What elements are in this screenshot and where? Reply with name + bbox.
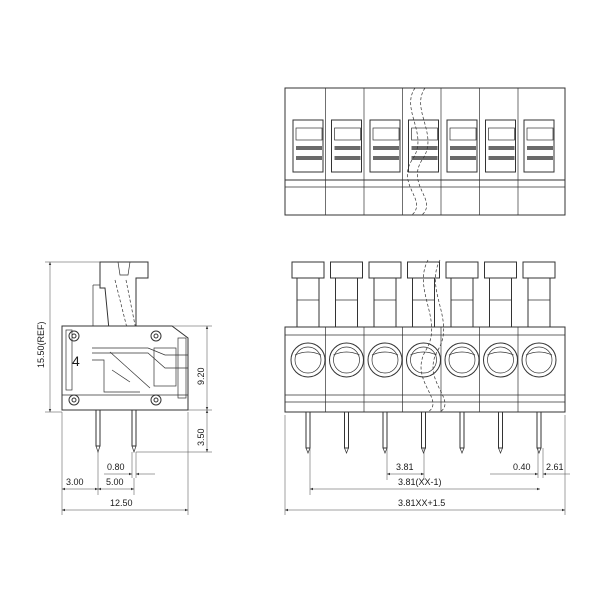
solder-pin <box>382 411 388 449</box>
wire-clamp <box>487 351 514 356</box>
key-stripe <box>450 156 476 160</box>
key-stripe <box>296 146 322 150</box>
push-button-head <box>291 261 325 279</box>
dim-pin-width: 0.40 2.61 <box>490 448 570 478</box>
solder-pin <box>536 411 542 449</box>
key-top <box>526 127 554 141</box>
wire-entry-hole <box>290 342 326 378</box>
dim-total-length-label: 3.81XX+1.5 <box>398 498 445 508</box>
dim-total-width: 12.50 <box>62 412 189 515</box>
dim-pin-offset-label: 2.61 <box>546 462 564 472</box>
key-stripe <box>488 156 515 160</box>
wire-entry-hole <box>367 342 403 378</box>
dim-pin-length: 3.50 <box>136 410 212 453</box>
dim-total-height-label: 15.50(REF) <box>36 321 46 368</box>
body-marking: 4 <box>72 353 80 369</box>
dim-span: 3.81(XX-1) <box>309 440 540 495</box>
key-stripe <box>450 146 476 150</box>
wire-entry-inner <box>294 346 322 374</box>
key-top <box>449 127 477 141</box>
pin-tip <box>536 447 542 454</box>
key-stripe <box>334 156 361 160</box>
dim-pin-gap-label: 0.80 <box>107 462 125 472</box>
push-button-stem <box>373 277 397 328</box>
dim-pin-offset-left-label: 3.00 <box>66 477 84 487</box>
wire-entry-hole <box>444 342 480 378</box>
pin-tip <box>498 447 503 454</box>
side-view: 4 15.50(REF) 9.20 3.50 <box>36 261 212 515</box>
wire-entry-hole <box>406 342 441 378</box>
key-top <box>295 127 323 141</box>
wire-entry-hole <box>483 342 518 378</box>
key-top <box>334 127 361 141</box>
wire-clamp <box>333 351 360 356</box>
push-button-stem <box>527 277 551 328</box>
dim-pin-gap: 0.80 <box>104 452 155 478</box>
wire-clamp <box>294 351 322 356</box>
dim-span-label: 3.81(XX-1) <box>398 477 442 487</box>
key-stripe <box>373 156 399 160</box>
dim-pitch-label: 3.81 <box>396 462 414 472</box>
push-button-stem <box>335 277 358 328</box>
dim-pin-length-label: 3.50 <box>196 428 206 446</box>
wire-clamp <box>525 351 553 356</box>
key-top <box>372 127 400 141</box>
key-stripe <box>527 146 553 150</box>
key-top <box>488 127 515 141</box>
key-stripe <box>411 146 438 150</box>
key-stripe <box>488 146 515 150</box>
wire-entry-hole <box>329 342 364 378</box>
key-stripe <box>334 146 361 150</box>
solder-pin <box>459 411 465 449</box>
dim-total-width-label: 12.50 <box>110 498 133 508</box>
dim-body-height-label: 9.20 <box>196 367 206 385</box>
wire-entry-inner <box>333 346 360 374</box>
key-stripe <box>296 156 322 160</box>
push-button-head <box>445 261 479 279</box>
dim-pin-width-label: 0.40 <box>513 462 531 472</box>
wire-entry-inner <box>525 346 553 374</box>
pin-tip <box>344 447 349 454</box>
pin-tip <box>382 447 388 454</box>
top-view <box>284 87 566 216</box>
push-button-head <box>522 261 556 279</box>
solder-pin <box>498 411 503 449</box>
wire-entry-inner <box>448 346 476 374</box>
dim-total-height: 15.50(REF) <box>36 261 100 413</box>
front-view: 3.81 0.40 2.61 3.81(XX-1) 3.81XX+1.5 <box>284 259 570 515</box>
wire-clamp <box>410 351 437 356</box>
key-top <box>411 127 438 141</box>
key-stripe <box>411 156 438 160</box>
wire-entry-inner <box>487 346 514 374</box>
push-button-head <box>484 261 517 279</box>
dim-pin-position: 3.00 5.00 <box>61 412 135 515</box>
dim-total-length: 3.81XX+1.5 <box>284 415 566 515</box>
wire-entry-hole <box>521 342 557 378</box>
key-stripe <box>527 156 553 160</box>
solder-pin <box>305 411 311 449</box>
push-button-stem <box>296 277 320 328</box>
key-stripe <box>373 146 399 150</box>
wire-clamp <box>448 351 476 356</box>
wire-entry-inner <box>371 346 399 374</box>
solder-pin <box>344 411 349 449</box>
push-button-head <box>368 261 402 279</box>
dim-pitch: 3.81 <box>386 448 425 480</box>
pin-tip <box>459 447 465 454</box>
dim-pin-pitch-label: 5.00 <box>106 477 124 487</box>
wire-clamp <box>371 351 399 356</box>
pin-tip <box>305 447 311 454</box>
wire-entry-inner <box>410 346 437 374</box>
solder-pin <box>421 411 426 449</box>
push-button-stem <box>489 277 512 328</box>
push-button-stem <box>450 277 474 328</box>
pin-tip <box>421 447 426 454</box>
push-button-head <box>330 261 363 279</box>
